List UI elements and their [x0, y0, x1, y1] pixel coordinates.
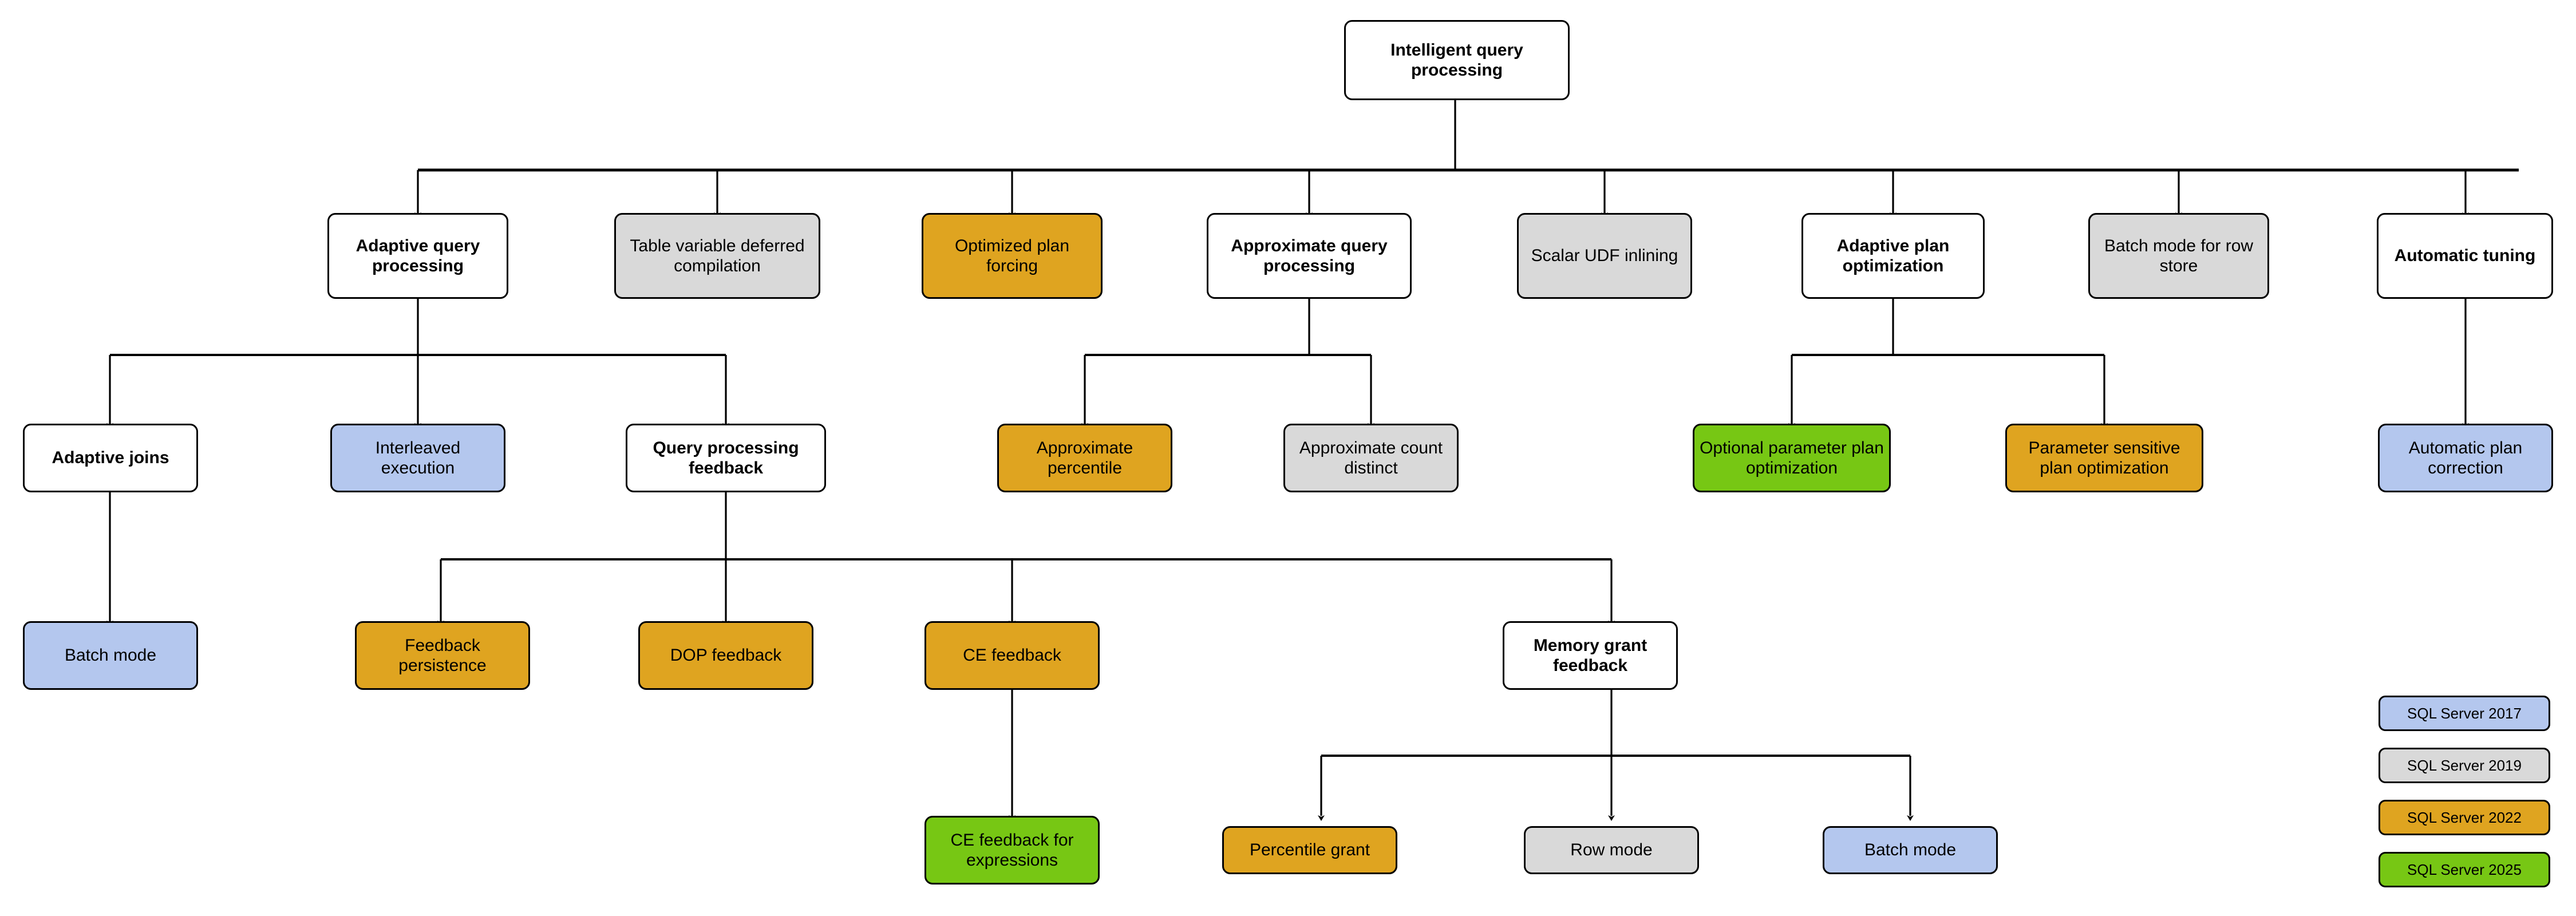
node-label: CE feedback for expressions: [950, 830, 1074, 870]
node-label: Batch mode: [64, 646, 157, 665]
node-label: Scalar UDF inlining: [1531, 246, 1678, 266]
node-query-processing-feedback[interactable]: Query processing feedback: [626, 424, 826, 492]
legend-item-sql-server-2017[interactable]: SQL Server 2017: [2379, 696, 2550, 731]
node-batch-mode-memory-grant[interactable]: Batch mode: [1823, 826, 1998, 874]
node-label: Table variable deferred compilation: [630, 236, 805, 275]
node-label: Feedback persistence: [398, 635, 487, 675]
node-label: Adaptive query processing: [355, 236, 480, 275]
node-adaptive-query-processing[interactable]: Adaptive query processing: [327, 213, 508, 299]
node-approximate-count-distinct[interactable]: Approximate count distinct: [1283, 424, 1459, 492]
node-label: Approximate percentile: [1036, 438, 1133, 477]
node-label: Query processing feedback: [653, 438, 799, 477]
node-batch-mode-adaptive-joins[interactable]: Batch mode: [23, 621, 198, 690]
legend-label: SQL Server 2022: [2407, 808, 2522, 826]
node-automatic-tuning[interactable]: Automatic tuning: [2377, 213, 2553, 299]
legend-label: SQL Server 2019: [2407, 756, 2522, 774]
node-adaptive-plan-optimization[interactable]: Adaptive plan optimization: [1801, 213, 1985, 299]
legend-item-sql-server-2022[interactable]: SQL Server 2022: [2379, 800, 2550, 835]
node-label: Batch mode for row store: [2104, 236, 2254, 275]
node-label: Automatic tuning: [2394, 246, 2536, 266]
node-memory-grant-feedback[interactable]: Memory grant feedback: [1503, 621, 1678, 690]
node-label: Optional parameter plan optimization: [1700, 438, 1884, 477]
node-label: Approximate count distinct: [1299, 438, 1443, 477]
node-table-variable-deferred-compilation[interactable]: Table variable deferred compilation: [614, 213, 820, 299]
node-label: Approximate query processing: [1231, 236, 1388, 275]
legend-label: SQL Server 2025: [2407, 860, 2522, 878]
node-label: Memory grant feedback: [1533, 635, 1647, 675]
node-label: Automatic plan correction: [2408, 438, 2523, 477]
node-label: Interleaved execution: [375, 438, 461, 477]
legend-item-sql-server-2025[interactable]: SQL Server 2025: [2379, 852, 2550, 887]
node-label: CE feedback: [963, 646, 1061, 665]
node-label: Percentile grant: [1249, 840, 1370, 860]
node-label: Intelligent query processing: [1390, 40, 1523, 80]
node-row-mode[interactable]: Row mode: [1524, 826, 1699, 874]
node-label: Batch mode: [1864, 840, 1957, 860]
node-optional-parameter-plan-optimization[interactable]: Optional parameter plan optimization: [1693, 424, 1891, 492]
node-label: Adaptive joins: [52, 448, 169, 468]
node-feedback-persistence[interactable]: Feedback persistence: [355, 621, 530, 690]
node-intelligent-query-processing[interactable]: Intelligent query processing: [1344, 20, 1570, 100]
node-percentile-grant[interactable]: Percentile grant: [1222, 826, 1397, 874]
node-batch-mode-for-row-store[interactable]: Batch mode for row store: [2088, 213, 2269, 299]
legend: SQL Server 2017 SQL Server 2019 SQL Serv…: [2379, 696, 2550, 887]
node-automatic-plan-correction[interactable]: Automatic plan correction: [2378, 424, 2553, 492]
node-parameter-sensitive-plan-optimization[interactable]: Parameter sensitive plan optimization: [2005, 424, 2203, 492]
node-scalar-udf-inlining[interactable]: Scalar UDF inlining: [1517, 213, 1692, 299]
legend-label: SQL Server 2017: [2407, 704, 2522, 722]
node-approximate-query-processing[interactable]: Approximate query processing: [1207, 213, 1412, 299]
node-label: Row mode: [1570, 840, 1653, 860]
node-approximate-percentile[interactable]: Approximate percentile: [997, 424, 1172, 492]
node-label: DOP feedback: [670, 646, 782, 665]
node-optimized-plan-forcing[interactable]: Optimized plan forcing: [922, 213, 1103, 299]
node-ce-feedback-for-expressions[interactable]: CE feedback for expressions: [924, 816, 1100, 885]
node-label: Optimized plan forcing: [954, 236, 1070, 275]
node-label: Adaptive plan optimization: [1836, 236, 1950, 275]
legend-item-sql-server-2019[interactable]: SQL Server 2019: [2379, 748, 2550, 783]
node-ce-feedback[interactable]: CE feedback: [924, 621, 1100, 690]
node-adaptive-joins[interactable]: Adaptive joins: [23, 424, 198, 492]
node-interleaved-execution[interactable]: Interleaved execution: [330, 424, 505, 492]
node-dop-feedback[interactable]: DOP feedback: [638, 621, 813, 690]
node-label: Parameter sensitive plan optimization: [2028, 438, 2180, 477]
